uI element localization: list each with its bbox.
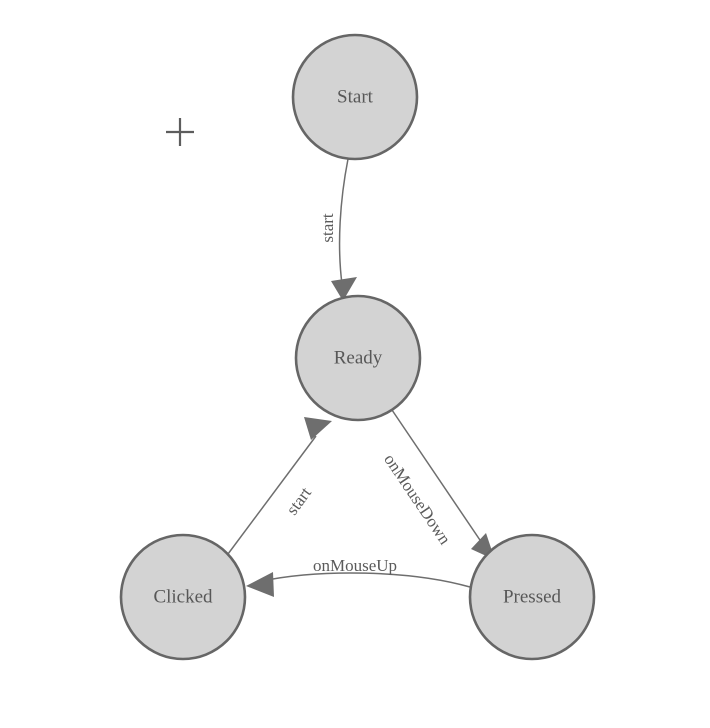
edge-label-start-to-ready: start [318, 213, 337, 243]
node-start[interactable]: Start [291, 33, 419, 161]
node-pressed-label: Pressed [503, 586, 562, 607]
node-pressed-circle[interactable] [468, 533, 596, 661]
node-ready[interactable]: Ready [294, 294, 422, 422]
edge-label-ready-to-pressed: onMouseDown [380, 450, 455, 548]
edge-pressed-to-clicked[interactable]: onMouseUp [246, 556, 471, 597]
node-pressed[interactable]: Pressed [468, 533, 596, 661]
node-start-circle[interactable] [291, 33, 419, 161]
edge-ready-to-pressed[interactable]: onMouseDown [380, 409, 495, 560]
edge-label-clicked-to-ready: start [282, 483, 315, 518]
edge-pressed-to-clicked-line [261, 572, 471, 588]
node-clicked-circle[interactable] [119, 533, 247, 661]
edge-label-pressed-to-clicked: onMouseUp [313, 556, 397, 575]
edge-ready-to-pressed-line [391, 409, 485, 547]
edge-pressed-to-clicked-arrowhead [246, 572, 274, 597]
node-clicked[interactable]: Clicked [119, 533, 247, 661]
edge-start-to-ready-line [338, 158, 349, 285]
node-ready-circle[interactable] [294, 294, 422, 422]
edge-start-to-ready[interactable]: start [318, 158, 357, 301]
node-start-label: Start [337, 86, 374, 107]
edge-clicked-to-ready-arrowhead [304, 417, 332, 440]
node-clicked-label: Clicked [153, 586, 213, 607]
edge-clicked-to-ready[interactable]: start [227, 417, 332, 555]
edge-start-to-ready-arrowhead [331, 277, 357, 301]
node-ready-label: Ready [334, 347, 383, 368]
edge-clicked-to-ready-line [227, 435, 317, 555]
crosshair-icon [166, 118, 194, 146]
